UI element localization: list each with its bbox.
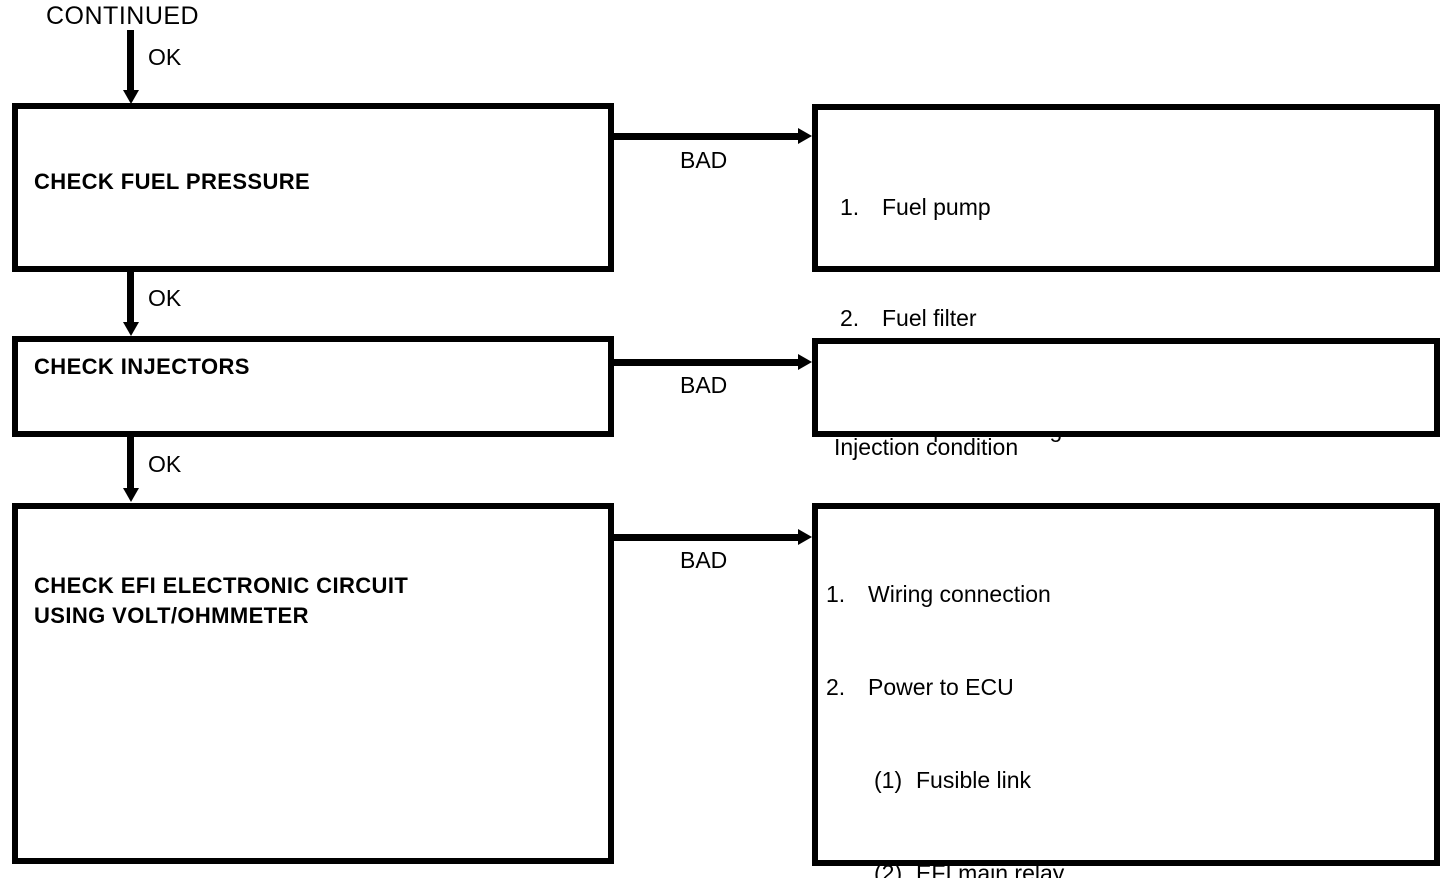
step-label-check-injectors: CHECK INJECTORS <box>34 354 250 379</box>
entry-ok-label: OK <box>148 44 182 70</box>
list-item: 1. Fuel pump <box>840 192 1120 223</box>
list-item: 2. Fuel filter <box>840 303 1120 334</box>
list-subitem-text: EFI main relay <box>916 860 1065 878</box>
list-item-text: Wiring connection <box>868 581 1051 607</box>
list-item: 1. Wiring connection <box>826 579 1087 610</box>
ok-label-2: OK <box>148 451 182 477</box>
list-subitem-number: (1) <box>874 767 903 793</box>
causes-box-efi-circuit[interactable] <box>812 503 1440 866</box>
list-subitem-number: (2) <box>874 860 903 878</box>
step-box-check-efi-electronic-circuit[interactable] <box>12 503 614 864</box>
list-item-number: 2. <box>840 305 860 331</box>
entry-connector-arrow <box>123 90 139 104</box>
step-box-check-fuel-pressure[interactable] <box>12 103 614 272</box>
ok-connector-line-2 <box>127 437 134 489</box>
list-item-text: Fuel pump <box>882 194 991 220</box>
causes-list-efi-circuit: 1. Wiring connection 2. Power to ECU (1) Fu… <box>826 517 1087 878</box>
list-item: Injection condition <box>834 432 1018 463</box>
ok-connector-arrow-2 <box>123 488 139 502</box>
ok-connector-arrow-1 <box>123 322 139 336</box>
entry-connector-line <box>127 30 134 92</box>
list-subitem: (2) EFI main relay <box>826 858 1087 878</box>
bad-label-3: BAD <box>680 547 728 573</box>
bad-connector-line-1 <box>614 133 800 140</box>
list-item-text: Fuel filter <box>882 305 977 331</box>
list-item-text: Injection condition <box>834 434 1019 460</box>
continued-label: CONTINUED <box>46 2 200 30</box>
causes-list-injectors: Injection condition <box>834 370 1018 525</box>
step-label-check-efi-line1: CHECK EFI ELECTRONIC CIRCUIT <box>34 573 409 598</box>
list-item-number: 2. <box>826 674 846 700</box>
bad-label-2: BAD <box>680 372 728 398</box>
step-label-check-efi-line2: USING VOLT/OHMMETER <box>34 603 309 628</box>
list-item-text: Power to ECU <box>868 674 1014 700</box>
list-item: 2. Power to ECU <box>826 672 1087 703</box>
bad-connector-line-2 <box>614 359 800 366</box>
list-item-number: 1. <box>826 581 846 607</box>
list-subitem-text: Fusible link <box>916 767 1032 793</box>
step-label-check-fuel-pressure: CHECK FUEL PRESSURE <box>34 169 311 194</box>
causes-box-injectors[interactable] <box>812 338 1440 437</box>
bad-label-1: BAD <box>680 147 728 173</box>
ok-label-1: OK <box>148 285 182 311</box>
list-item-number: 1. <box>840 194 860 220</box>
bad-connector-arrow-3 <box>798 529 812 545</box>
list-subitem: (1) Fusible link <box>826 765 1087 796</box>
bad-connector-arrow-2 <box>798 354 812 370</box>
bad-connector-line-3 <box>614 534 800 541</box>
causes-box-fuel-pressure[interactable] <box>812 104 1440 272</box>
step-box-check-injectors[interactable] <box>12 336 614 437</box>
ok-connector-line-1 <box>127 272 134 324</box>
bad-connector-arrow-1 <box>798 128 812 144</box>
